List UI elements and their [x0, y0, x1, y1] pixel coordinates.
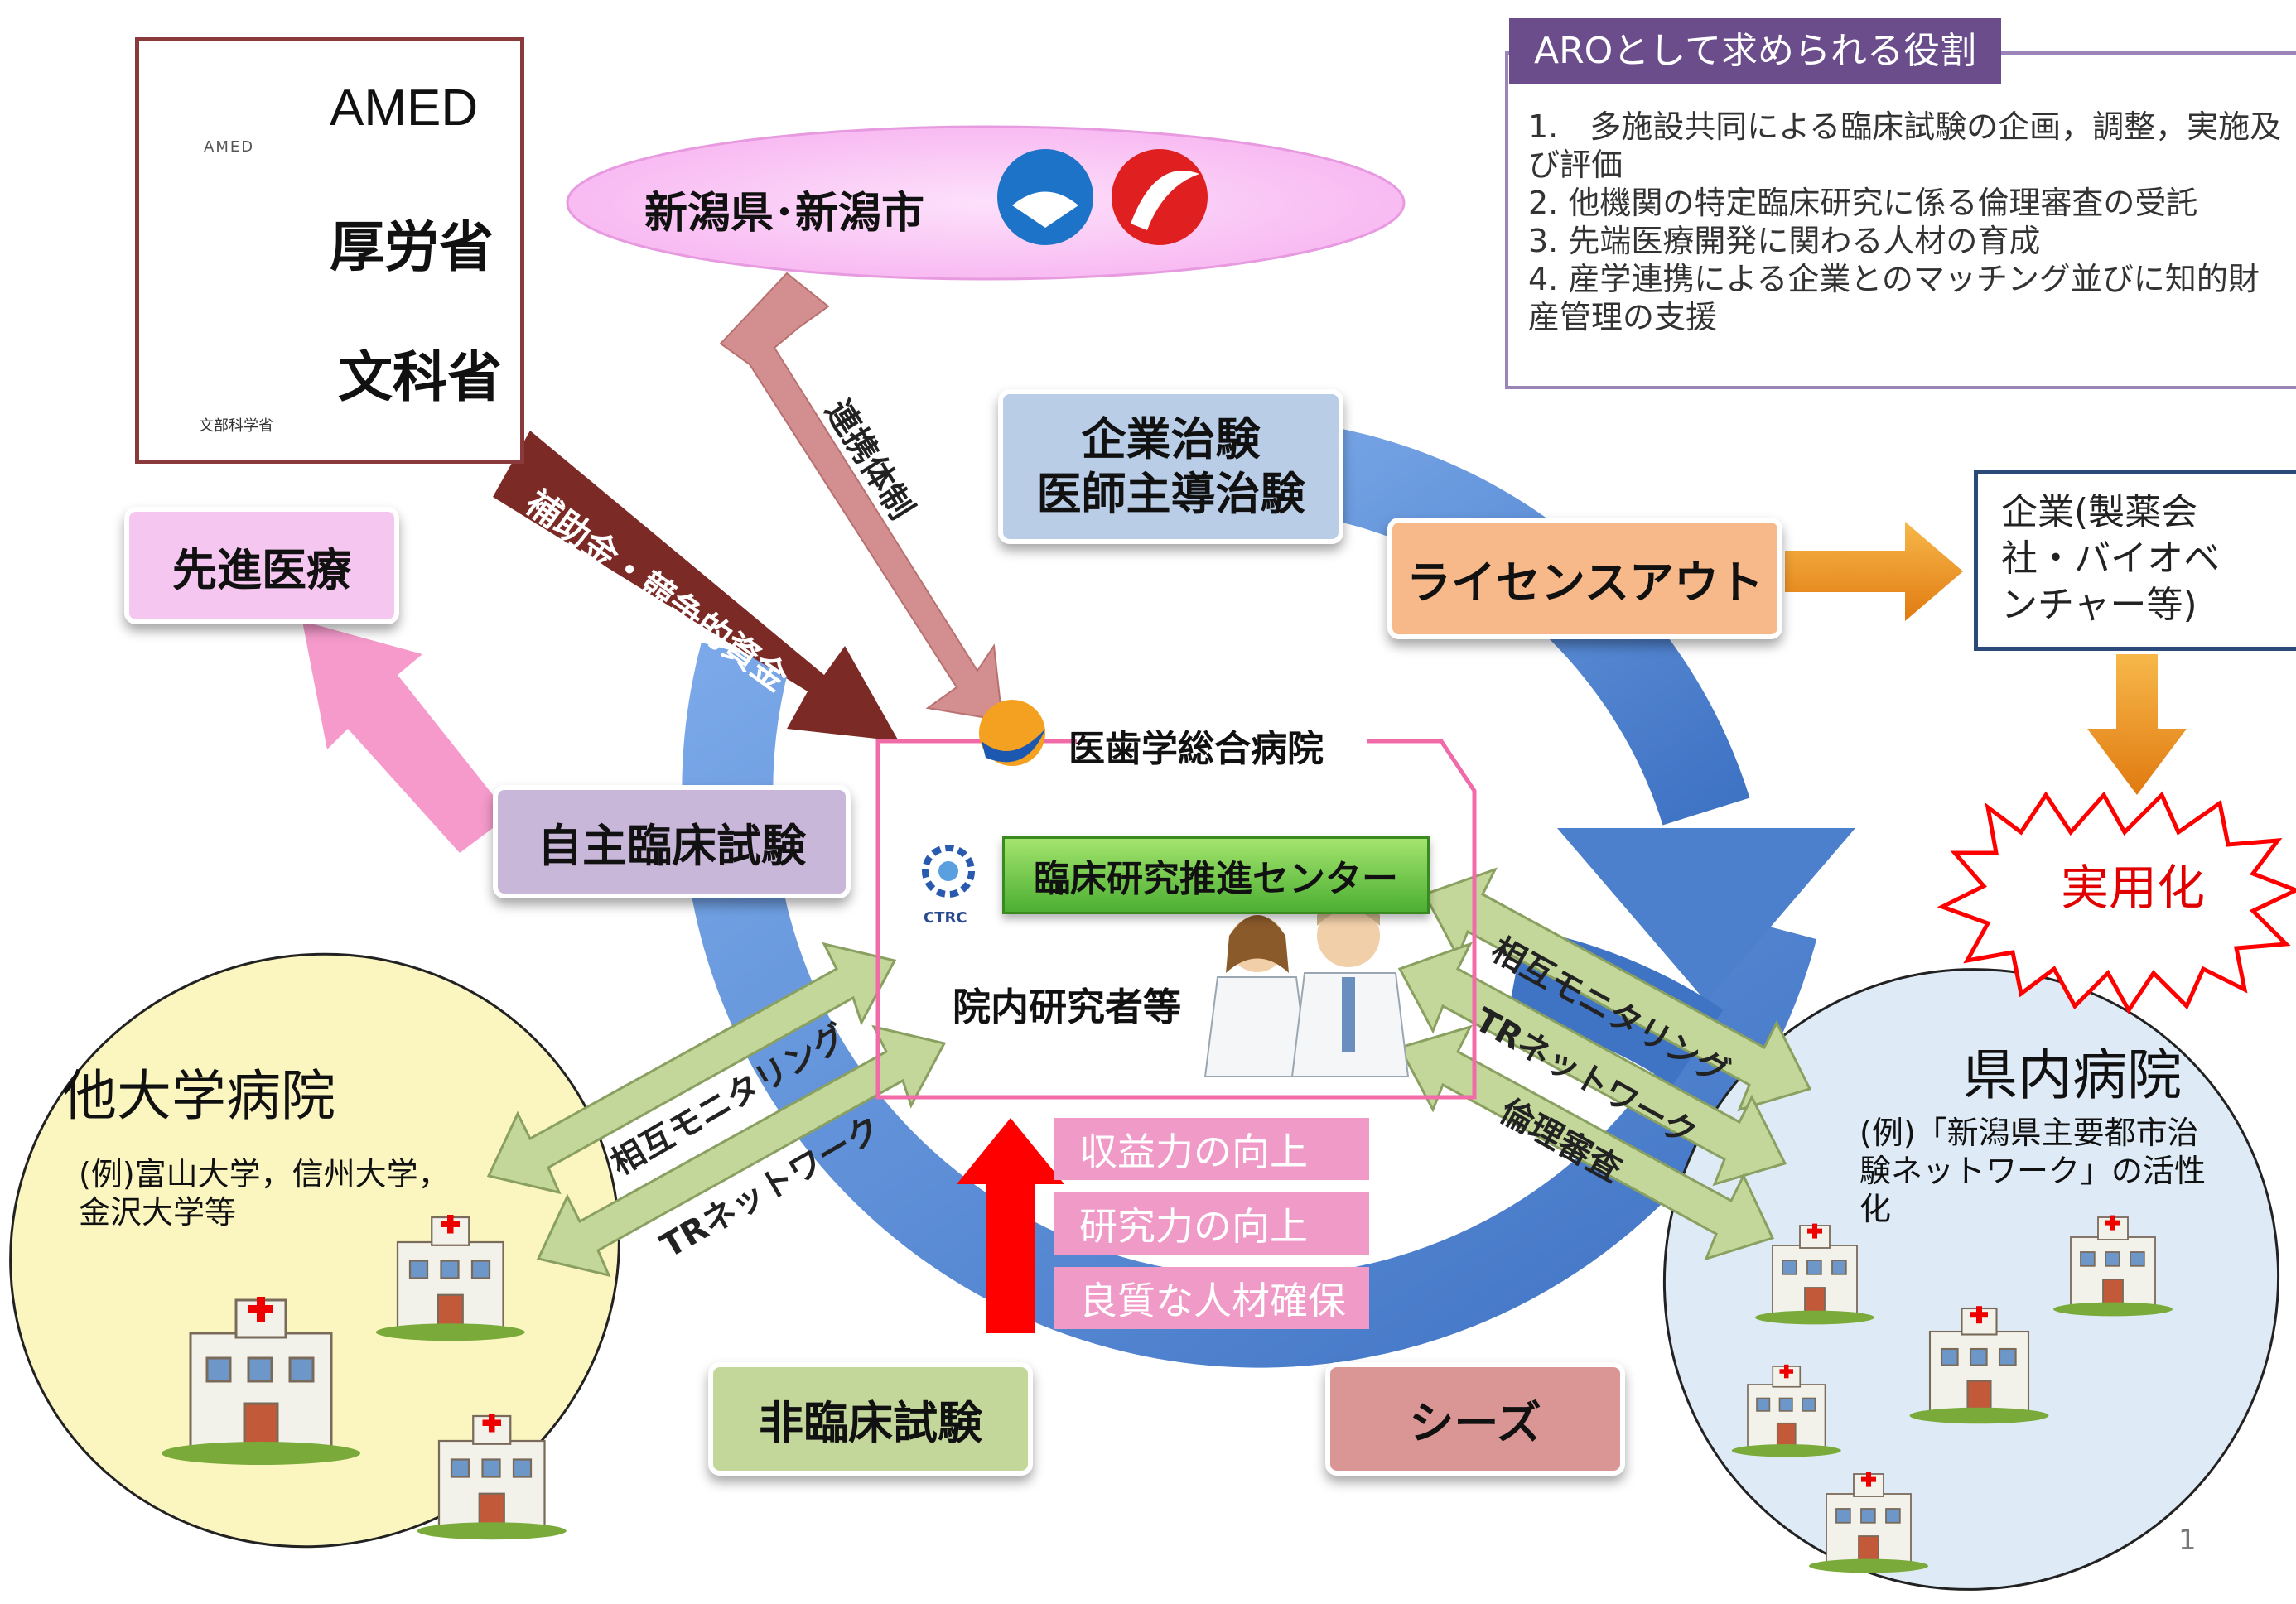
amed-logo-text: AMED	[204, 138, 255, 156]
clinical-trials-line2: 医師主導治験	[1036, 467, 1305, 520]
niigata-pref-logo	[997, 149, 1093, 245]
other-universities-title: 他大学病院	[62, 1064, 335, 1128]
mext-label: 文科省	[338, 345, 502, 409]
cooperation-arrow	[719, 272, 1004, 722]
seeds-box: シーズ	[1325, 1362, 1625, 1476]
hospital-name: 医歯学総合病院	[1068, 728, 1324, 770]
investigator-trials-box: 自主臨床試験	[493, 785, 851, 898]
hospital-icons-left	[162, 1215, 567, 1540]
ctrc-logo	[922, 845, 975, 898]
doctors-icon	[1203, 900, 1410, 1077]
clinical-trials-line1: 企業治験	[1081, 412, 1261, 465]
prefecture-hospitals-title: 県内病院	[1963, 1043, 2182, 1107]
benefit-chip: 良質な人材確保	[1054, 1267, 1369, 1329]
nonclinical-box: 非臨床試験	[708, 1362, 1033, 1476]
benefit-chip: 収益力の向上	[1054, 1118, 1369, 1180]
niigata-city-logo	[1112, 149, 1208, 245]
mhlw-label: 厚労省	[330, 215, 494, 279]
ctrc-logo-text: CTRC	[924, 909, 967, 927]
clinical-trials-box: 企業治験 医師主導治験	[998, 389, 1343, 544]
practical-starburst	[1937, 791, 2296, 1014]
benefit-chip: 研究力の向上	[1054, 1192, 1369, 1255]
aro-role-item: 4. 産学連携による企業とのマッチング並びに知的財産管理の支援	[1528, 261, 2260, 335]
right-network-arrows	[1397, 867, 1812, 1261]
promotion-center: 臨床研究推進センター	[1002, 836, 1430, 914]
prefecture-hospitals-example: (例)「新潟県主要都市治験ネットワーク」の活性化	[1859, 1115, 2207, 1227]
center-frame	[875, 739, 1477, 1100]
subsidy-arrow	[493, 431, 899, 741]
funders-box: AMED AMED 厚労省 文科省 文部科学省	[135, 37, 524, 464]
aro-roles-box	[1505, 51, 2296, 389]
company-label: 企業(製薬会社・バイオベンチャー等)	[2001, 491, 2220, 626]
other-universities-example: (例)富山大学，信州大学，金沢大学等	[79, 1156, 450, 1231]
license-out-box: ライセンスアウト	[1387, 518, 1782, 639]
hospital-icons-right	[1731, 1215, 2173, 1573]
amed-label: AMED	[330, 79, 479, 137]
advanced-medicine-arrow	[302, 621, 509, 853]
page-number: 1	[2178, 1524, 2197, 1557]
researchers-label: 院内研究者等	[953, 985, 1181, 1029]
cycle-arrowhead	[1557, 828, 1855, 1002]
hospital-logo	[979, 700, 1045, 766]
practical-label: 実用化	[2061, 860, 2206, 916]
aro-roles-list: 1. 多施設共同による臨床試験の企画，調整，実施及び評価 2. 他機関の特定臨床…	[1528, 108, 2286, 336]
company-box: 企業(製薬会社・バイオベンチャー等)	[1974, 470, 2296, 651]
aro-role-item: 3. 先端医療開発に関わる人材の育成	[1528, 223, 2041, 259]
advanced-medicine-box: 先進医療	[124, 507, 399, 624]
aro-roles-title: AROとして求められる役割	[1509, 18, 2001, 84]
mext-logo-text: 文部科学省	[199, 417, 273, 435]
aro-role-item: 1. 多施設共同による臨床試験の企画，調整，実施及び評価	[1528, 108, 2282, 183]
growth-up-arrow	[957, 1118, 1064, 1333]
license-arrow	[1785, 522, 1963, 621]
aro-role-item: 2. 他機関の特定臨床研究に係る倫理審査の受託	[1528, 185, 2198, 221]
prefecture-label: 新潟県･新潟市	[644, 189, 925, 238]
practical-arrow	[2087, 654, 2187, 795]
